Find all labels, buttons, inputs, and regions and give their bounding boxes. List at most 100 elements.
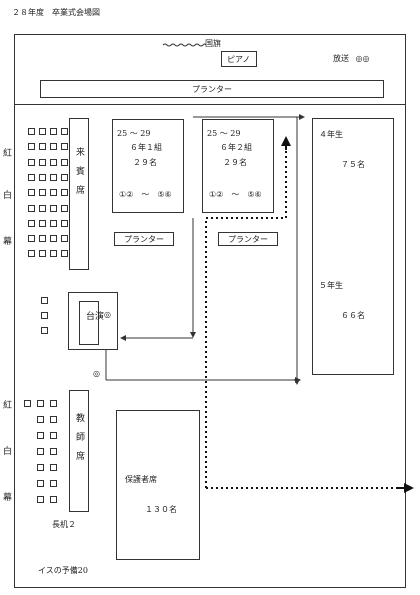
dotted-route <box>205 142 287 488</box>
grade4-label: ４年生 <box>319 130 343 139</box>
guest-seat <box>50 128 57 135</box>
teacher-seat <box>37 496 44 503</box>
curtain-bottom-char-3: 幕 <box>3 493 13 503</box>
podium-mark: ◎ <box>104 310 111 319</box>
guest-seat <box>50 250 57 258</box>
guest-seat <box>50 189 57 197</box>
planter-left-label: プランター <box>124 235 164 244</box>
guest-seat <box>39 250 46 258</box>
guest-seat <box>61 204 68 212</box>
parents-count: １３０名 <box>145 505 177 514</box>
guest-seat <box>28 204 35 212</box>
teacher-seat <box>50 480 57 487</box>
guest-seat <box>39 143 46 151</box>
guest-seat <box>50 235 57 243</box>
class2-range: 25 ～ 29 <box>207 129 241 138</box>
podium-side-seat <box>41 297 48 304</box>
guest-seat <box>61 250 68 258</box>
podium-side-seat <box>41 312 48 319</box>
planter-right-label: プランター <box>228 235 268 244</box>
class2-name: ６年２組 <box>220 143 252 152</box>
podium-outer: 演台 ◎ <box>68 292 118 350</box>
long-desk-label: 長机２ <box>52 520 76 529</box>
teacher-seat <box>37 432 44 439</box>
curtain-bottom-char-1: 紅 <box>3 401 13 411</box>
guest-seat <box>28 128 35 135</box>
guest-seat <box>61 235 68 243</box>
guest-seat <box>39 173 46 181</box>
piano-box: ピアノ <box>221 51 257 67</box>
guest-seat <box>61 189 68 197</box>
podium-label: 演台 <box>84 311 103 332</box>
podium-mark-2: ◎ <box>93 369 100 378</box>
guest-seat <box>28 158 35 166</box>
teacher-label-box: 教師席 <box>69 390 89 512</box>
class2-count: ２９名 <box>223 158 247 167</box>
stage-divider <box>14 104 406 105</box>
broadcast-text: 放送 <box>333 54 349 63</box>
page-title: ２８年度 卒業式会場図 <box>12 8 100 17</box>
curtain-top-char-2: 白 <box>3 191 13 201</box>
guest-seat <box>39 158 46 166</box>
podium-side-seat <box>41 327 48 334</box>
parents-label: 保護者席 <box>125 475 157 484</box>
teacher-seat <box>50 464 57 471</box>
teacher-seat <box>37 480 44 487</box>
planter-top: プランター <box>40 80 384 98</box>
guest-seat <box>28 173 35 181</box>
teacher-seat <box>50 416 57 423</box>
teacher-seat <box>37 416 44 423</box>
guest-seat <box>28 250 35 258</box>
teacher-seat <box>50 432 57 439</box>
class1-range: 25 ～ 29 <box>117 129 151 138</box>
guest-label: 来賓席 <box>74 147 84 204</box>
grade4-count: ７５名 <box>341 160 365 169</box>
spare-chairs-label: イスの予備20 <box>38 566 88 575</box>
teacher-seat <box>37 464 44 471</box>
curtain-top-char-3: 幕 <box>3 237 13 247</box>
guest-seat <box>28 219 35 227</box>
guest-seat <box>61 219 68 227</box>
guest-seat <box>61 128 68 135</box>
guest-seat <box>28 235 35 243</box>
guest-seat <box>61 143 68 151</box>
class1-seats: ①② ～ ⑤⑥ <box>119 190 172 199</box>
teacher-seat <box>50 400 57 407</box>
teacher-seat <box>50 448 57 455</box>
planter-right: プランター <box>218 232 278 246</box>
guest-seat <box>50 173 57 181</box>
guest-seat <box>39 204 46 212</box>
guest-seat <box>50 219 57 227</box>
teacher-label: 教師席 <box>74 413 84 470</box>
guest-seat <box>39 189 46 197</box>
guest-label-box: 来賓席 <box>69 118 89 270</box>
grade5-label: ５年生 <box>319 281 343 290</box>
planter-left: プランター <box>114 232 174 246</box>
teacher-seat <box>50 496 57 503</box>
class1-count: ２９名 <box>133 158 157 167</box>
curtain-bottom-char-2: 白 <box>3 447 13 457</box>
broadcast-label: 放送 ◎◎ <box>333 55 370 63</box>
planter-top-label: プランター <box>192 85 232 94</box>
guest-seat <box>39 219 46 227</box>
curtain-top-char-1: 紅 <box>3 149 13 159</box>
guest-seat <box>28 189 35 197</box>
class1-box: 25 ～ 29 ６年１組 ２９名 ①② ～ ⑤⑥ <box>112 119 184 213</box>
guest-seat <box>39 235 46 243</box>
class2-seats: ①② ～ ⑤⑥ <box>209 190 262 199</box>
teacher-seat <box>24 400 31 407</box>
guest-seat <box>28 143 35 151</box>
grade5-count: ６６名 <box>341 311 365 320</box>
teacher-seat <box>37 448 44 455</box>
guest-seat <box>39 128 46 135</box>
guest-seat <box>50 158 57 166</box>
parents-box: 保護者席 １３０名 <box>116 410 200 560</box>
guest-seat <box>50 143 57 151</box>
guest-seat <box>61 158 68 166</box>
podium-inner: 演台 <box>79 301 103 345</box>
flag-label: 国旗 <box>205 39 221 48</box>
hall-outline <box>14 34 406 588</box>
class1-name: ６年１組 <box>130 143 162 152</box>
